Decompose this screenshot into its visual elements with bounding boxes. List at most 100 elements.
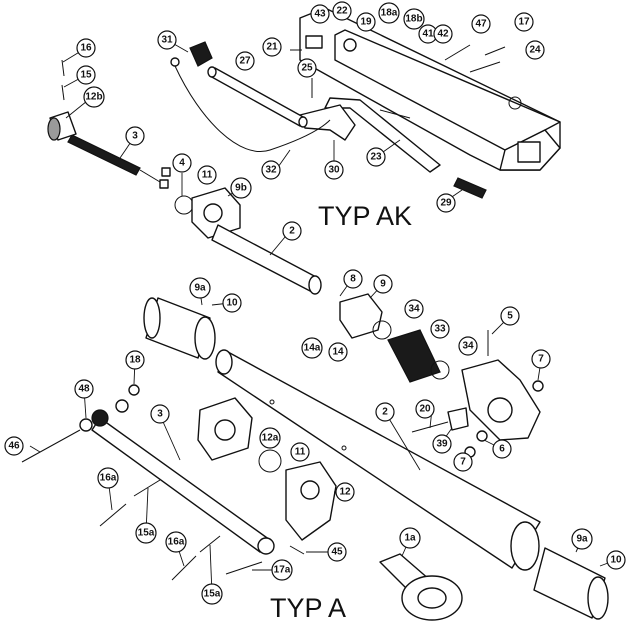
callout-17: 17 [514,12,534,32]
callout-45: 45 [327,542,347,562]
callout-34-upper: 34 [404,299,424,319]
callout-32: 32 [261,160,281,180]
callout-27: 27 [235,51,255,71]
svg-text:34: 34 [408,304,420,315]
ring-11-top [174,195,194,215]
svg-text:17a: 17a [274,565,291,576]
svg-text:10: 10 [226,298,238,309]
svg-text:1a: 1a [404,533,416,544]
bolt-29 [453,177,487,199]
callout-30: 30 [324,160,344,180]
nut-18 [128,384,140,396]
svg-text:41: 41 [422,29,434,40]
bracket-12 [285,461,337,541]
pin-15 [61,84,65,101]
callout-15a-left: 15a [135,522,157,544]
svg-text:25: 25 [301,63,313,74]
callout-18a: 18a [378,2,400,24]
svg-text:45: 45 [331,547,343,558]
callout-42: 42 [433,24,453,44]
callout-11-bottom: 11 [290,442,310,462]
svg-text:15: 15 [80,70,92,81]
callout-10-left: 10 [222,293,242,313]
svg-text:22: 22 [336,6,348,17]
pin-16a-left [99,503,127,527]
bushing-19 [343,38,357,52]
brake-cable [174,65,331,152]
svg-text:11: 11 [202,170,213,181]
svg-text:27: 27 [239,56,251,67]
block-9b [191,187,241,239]
callout-2-top: 2 [282,221,302,241]
callout-39: 39 [432,434,452,454]
callout-23: 23 [366,147,386,167]
callout-19: 19 [356,12,376,32]
svg-text:3: 3 [157,409,163,420]
svg-text:6: 6 [499,444,505,455]
callout-15-top: 15 [76,65,96,85]
sleeve-9a-left [143,297,216,360]
svg-text:43: 43 [314,9,326,20]
callout-4: 4 [172,153,192,173]
bolt-17a [225,561,263,575]
callout-9: 9 [373,274,393,294]
washers-48 [79,399,129,432]
svg-text:18a: 18a [381,8,398,19]
callout-31: 31 [157,30,177,50]
damper-rod [207,66,308,128]
svg-text:12a: 12a [262,433,279,444]
towing-eye-1a [379,553,463,621]
sleeve-12b [47,111,77,141]
top-assembly [47,7,561,295]
svg-text:9b: 9b [235,183,247,194]
callout-16a-left: 16a [97,467,119,489]
svg-text:23: 23 [370,152,382,163]
shock-absorber-top [67,134,169,189]
svg-text:9a: 9a [194,283,206,294]
callout-12a: 12a [259,427,281,449]
tube-2-top [211,224,322,295]
callout-22: 22 [332,1,352,21]
callout-15a-bottom: 15a [201,583,223,605]
callout-12: 12 [335,482,355,502]
callout-14a: 14a [301,337,323,359]
callout-14: 14 [328,342,348,362]
coupling-head [461,359,541,441]
nut-6 [476,430,488,442]
svg-text:14a: 14a [304,343,321,354]
svg-text:19: 19 [360,17,372,28]
callout-2-bottom: 2 [375,402,395,422]
washer-47 [444,44,471,61]
callout-33: 33 [430,319,450,339]
heading-typ-a: TYP A [270,593,346,623]
callout-48: 48 [74,379,94,399]
svg-text:17: 17 [518,17,530,28]
callout-16-top: 16 [76,38,96,58]
callout-21: 21 [262,37,282,57]
svg-text:9: 9 [380,279,386,290]
block-9 [339,293,383,339]
callout-34-lower: 34 [458,336,478,356]
sleeve-9a-right [533,547,609,620]
callout-3-bottom: 3 [150,404,170,424]
bolt-24 [469,61,501,73]
heading-typ-ak: TYP AK [318,201,412,231]
ring-34-lower [430,360,450,380]
svg-text:33: 33 [434,324,446,335]
nut-7-right [532,380,544,392]
pin-16a-bottom [171,555,197,581]
svg-text:14: 14 [332,347,344,358]
callout-43: 43 [310,4,330,24]
callout-18b: 18b [403,8,425,30]
callout-3-top: 3 [125,126,145,146]
svg-text:12b: 12b [85,92,102,103]
bellows-33 [387,329,441,383]
svg-text:16: 16 [80,43,92,54]
svg-text:10: 10 [610,555,622,566]
svg-text:2: 2 [289,226,295,237]
svg-text:21: 21 [266,42,278,53]
callout-7-right: 7 [531,349,551,369]
callout-6: 6 [492,439,512,459]
svg-text:47: 47 [475,19,487,30]
